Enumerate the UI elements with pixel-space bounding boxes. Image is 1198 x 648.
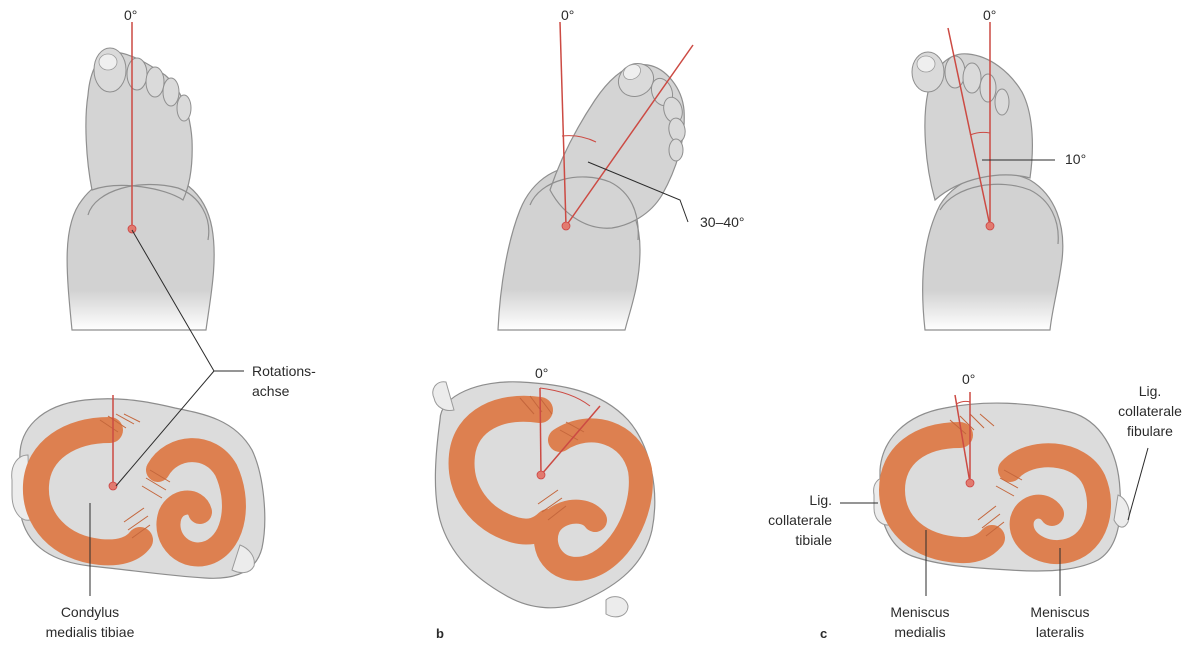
pivot-point-c-tibia — [966, 479, 974, 487]
angle-label-b-tibia: 0° — [535, 365, 548, 381]
angle-label-c-top: 0° — [983, 7, 996, 23]
label-men-lat-line1: Meniscus — [1030, 604, 1089, 620]
label-lig-tib-line1: Lig. — [809, 492, 832, 508]
leg-illustration-b — [498, 57, 687, 330]
leg-illustration-a — [67, 48, 214, 330]
angle-label-b-rotation: 30–40° — [700, 214, 745, 230]
angle-label-a-top: 0° — [124, 7, 137, 23]
label-lig-fib-line1: Lig. — [1139, 383, 1162, 399]
panel-a: 0° Rotations- achse Condylus medialis ti — [12, 7, 316, 640]
axis-line-b-tibia — [540, 388, 541, 475]
panel-letter-c: c — [820, 626, 827, 641]
pivot-point-b — [562, 222, 570, 230]
angle-label-b-top: 0° — [561, 7, 574, 23]
leg-illustration-c — [912, 52, 1063, 330]
label-lig-fib-line2: collaterale — [1118, 403, 1182, 419]
pivot-point-a — [128, 225, 136, 233]
tibial-plateau-c — [874, 403, 1130, 571]
panel-c: 0° 10° 0° Lig. collaterale fibulare Lig. — [768, 7, 1182, 641]
tibial-plateau-b — [433, 382, 655, 617]
angle-label-c-tibia: 0° — [962, 371, 975, 387]
label-condylus-line2: medialis tibiae — [46, 624, 135, 640]
angle-label-c-rotation: 10° — [1065, 151, 1086, 167]
label-rotationsachse-line1: Rotations- — [252, 363, 316, 379]
label-men-med-line1: Meniscus — [890, 604, 949, 620]
pivot-point-a-tibia — [109, 482, 117, 490]
label-lig-tib-line3: tibiale — [795, 532, 832, 548]
label-condylus-line1: Condylus — [61, 604, 119, 620]
label-lig-tib-line2: collaterale — [768, 512, 832, 528]
label-men-med-line2: medialis — [894, 624, 945, 640]
label-lig-fib-line3: fibulare — [1127, 423, 1173, 439]
angle-arc-c-tibia — [956, 401, 970, 404]
pivot-point-b-tibia — [537, 471, 545, 479]
pivot-point-c — [986, 222, 994, 230]
tibial-plateau-a — [12, 399, 265, 579]
label-rotationsachse-line2: achse — [252, 383, 290, 399]
panel-b: 0° 30–40° 0° b — [433, 7, 745, 641]
panel-letter-b: b — [436, 626, 444, 641]
label-men-lat-line2: lateralis — [1036, 624, 1084, 640]
leader-lig-fibulare — [1128, 448, 1148, 520]
